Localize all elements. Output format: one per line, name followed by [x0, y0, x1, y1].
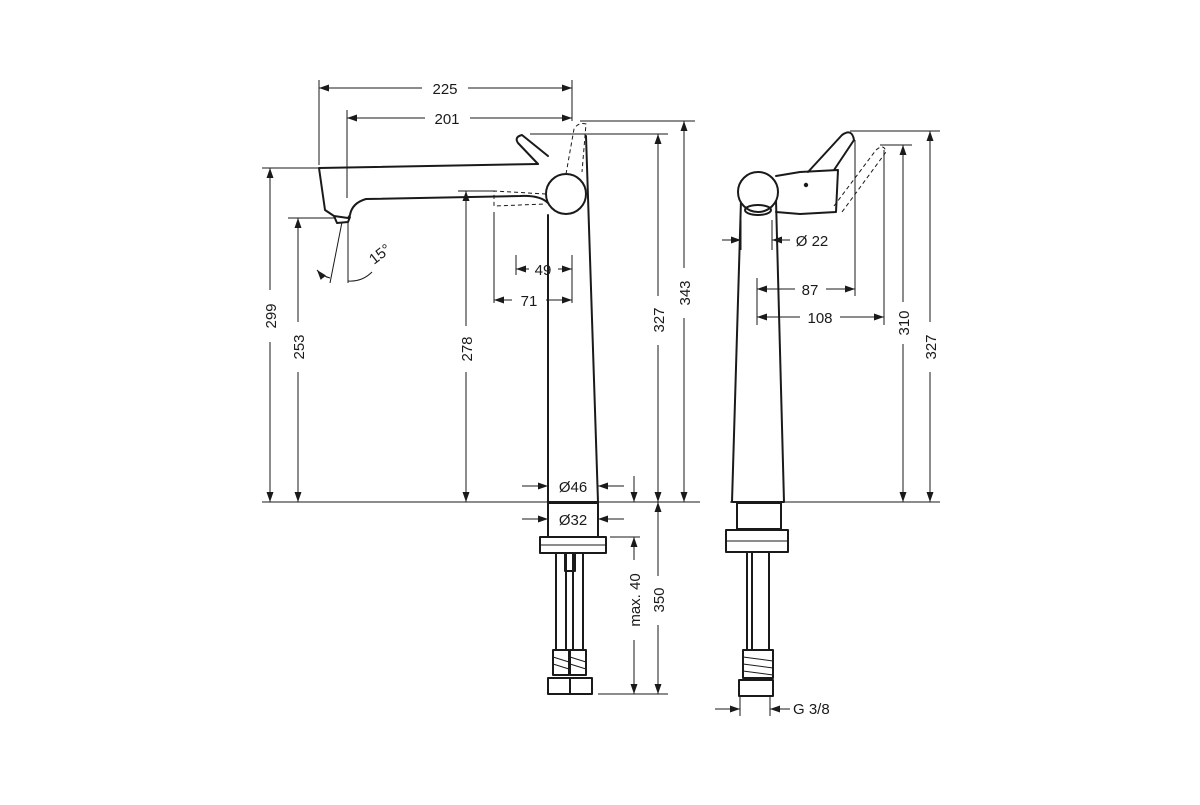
side-hose — [746, 551, 770, 651]
dim-327-front: 327 — [651, 307, 668, 332]
extension-lines — [262, 80, 940, 716]
dim-diameter-46: Ø46 — [559, 479, 587, 496]
dim-201: 201 — [434, 111, 459, 128]
dim-299: 299 — [263, 303, 280, 328]
side-spout-head — [737, 171, 779, 213]
dim-diameter-22: Ø 22 — [796, 233, 829, 250]
dim-225: 225 — [432, 81, 457, 98]
dim-87: 87 — [802, 282, 819, 299]
dim-max-40: max. 40 — [627, 573, 644, 626]
clip — [564, 552, 576, 572]
dim-thread-g38: G 3/8 — [793, 701, 830, 718]
fitting-threads — [552, 656, 587, 670]
lever-alt-rear — [493, 190, 547, 207]
side-fitting-threads — [742, 656, 774, 676]
dim-diameter-32: Ø32 — [559, 512, 587, 529]
housing-screw — [803, 182, 809, 188]
side-view — [725, 131, 887, 697]
lever-hub — [545, 173, 587, 215]
dim-278: 278 — [459, 336, 476, 361]
side-aerator — [744, 204, 772, 216]
dim-49: 49 — [535, 262, 552, 279]
dim-71: 71 — [521, 293, 538, 310]
dim-310: 310 — [896, 310, 913, 335]
dim-327-side: 327 — [923, 334, 940, 359]
side-lever-alt — [833, 146, 887, 213]
side-shank — [736, 502, 782, 530]
supply-hoses — [555, 552, 584, 651]
dimension-lines — [266, 84, 934, 713]
dim-343: 343 — [677, 280, 694, 305]
dimension-labels: 225 201 49 71 15° 299 253 278 327 343 Ø4… — [263, 81, 940, 718]
front-spout — [318, 163, 549, 219]
dim-253: 253 — [291, 334, 308, 359]
lever-alt-position — [565, 123, 587, 175]
side-hose-nut — [738, 679, 774, 697]
side-fitting — [742, 649, 774, 679]
side-lever-housing — [775, 169, 839, 215]
side-body — [731, 199, 785, 503]
side-lever — [807, 131, 855, 173]
dim-108: 108 — [807, 310, 832, 327]
dim-15-deg: 15° — [366, 241, 394, 268]
front-view — [318, 123, 607, 695]
front-lever — [515, 134, 549, 165]
dim-350: 350 — [651, 587, 668, 612]
spout-outlet — [333, 215, 351, 224]
hose-fittings — [552, 649, 587, 676]
